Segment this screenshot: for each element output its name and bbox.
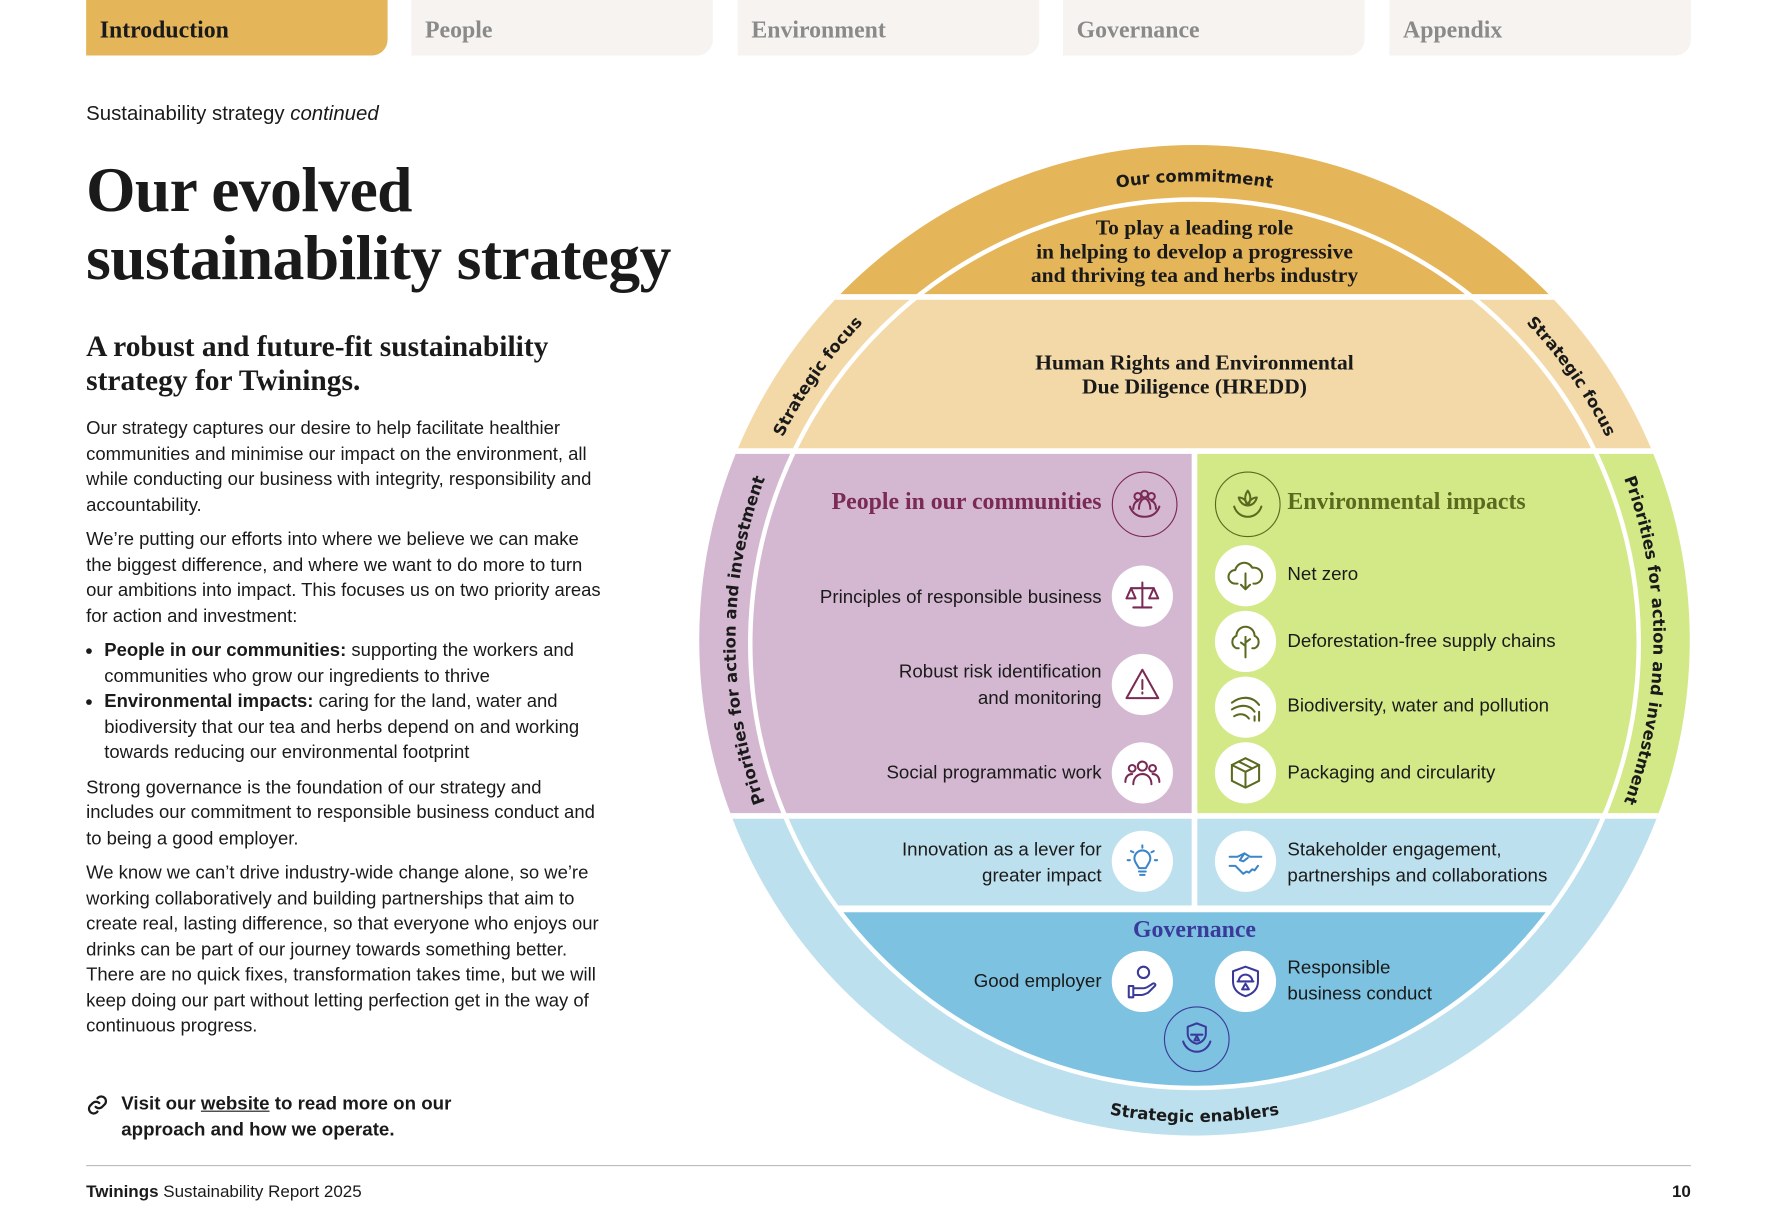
lightbulb-icon [1111, 830, 1173, 892]
link-icon [87, 1095, 108, 1115]
paragraph-2: We’re putting our efforts into where we … [86, 529, 601, 627]
tab-governance[interactable]: Governance [1063, 0, 1365, 56]
tree-icon [1214, 610, 1277, 673]
governance-emblem-icon [1163, 1006, 1230, 1073]
focus-line: Due Diligence (HREDD) [1082, 375, 1307, 399]
people-item: Social programmatic work [886, 760, 1101, 785]
commitment-line: in helping to develop a progressive [1036, 240, 1353, 265]
tab-environment[interactable]: Environment [737, 0, 1040, 56]
page-title: Our evolved sustainability strategy [86, 156, 671, 292]
shield-scales-icon [1214, 950, 1277, 1013]
stakeholder-item: Stakeholder engagement, partnerships and … [1287, 838, 1547, 889]
warning-icon [1111, 653, 1173, 716]
body-text: Our strategy captures our desire to help… [86, 416, 605, 1048]
callout-text: approach and how we operate. [121, 1119, 395, 1140]
hredd-statement: Human Rights and Environmental Due Dilig… [968, 351, 1421, 399]
subtitle: A robust and future-fit sustainability s… [86, 330, 548, 398]
section-kicker: Sustainability strategy continued [86, 102, 379, 126]
innovation-item: Innovation as a lever for greater impact [902, 838, 1102, 889]
item-label: business conduct [1287, 983, 1432, 1004]
planet-emblem-icon [1214, 471, 1281, 538]
item-label: Responsible [1287, 957, 1391, 979]
item-label: Packaging and circularity [1287, 762, 1496, 784]
environment-title: Environmental impacts [1287, 487, 1526, 515]
scales-icon [1111, 565, 1173, 627]
handshake-icon [1214, 830, 1277, 892]
box-icon [1214, 742, 1277, 804]
strategic-focus-band [699, 296, 1690, 452]
title-line-1: Our evolved [86, 155, 412, 226]
paragraph-4: We know we can’t drive industry-wide cha… [86, 862, 599, 1036]
footer-report: Sustainability Report 2025 [163, 1182, 362, 1202]
employee-hand-icon [1111, 950, 1173, 1013]
cloud-download-icon [1214, 545, 1277, 607]
people-emblem-icon [1111, 471, 1178, 538]
focus-line: Human Rights and Environmental [1035, 351, 1354, 376]
list-item-bold: Environmental impacts: [104, 691, 314, 712]
list-item-text: supporting the workers and communities w… [104, 640, 574, 687]
environment-item: Net zero [1287, 562, 1358, 587]
page-number: 10 [1671, 1182, 1691, 1202]
good-employer-item: Good employer [974, 969, 1102, 994]
item-label: Social programmatic work [886, 762, 1102, 784]
commitment-statement: To play a leading role in helping to dev… [968, 216, 1421, 287]
website-callout: Visit our website to read more on our ap… [86, 1091, 451, 1142]
leaf-wind-icon [1214, 676, 1277, 738]
website-link[interactable]: website [200, 1093, 270, 1115]
environment-item: Packaging and circularity [1287, 760, 1495, 785]
list-item: People in our communities: supporting th… [104, 638, 605, 689]
group-icon [1111, 742, 1173, 804]
footer-brand: Twinings [86, 1182, 159, 1202]
item-label: Good employer [973, 971, 1102, 992]
item-label: Stakeholder engagement, [1287, 839, 1502, 861]
item-label: Net zero [1287, 564, 1359, 585]
people-item: Robust risk identification and monitoring [899, 660, 1102, 711]
item-label: greater impact [982, 865, 1102, 886]
paragraph-3: Strong governance is the foundation of o… [86, 776, 595, 849]
paragraph-1: Our strategy captures our desire to help… [86, 418, 592, 516]
environment-item: Biodiversity, water and pollution [1287, 694, 1549, 719]
item-label: Deforestation-free supply chains [1287, 631, 1556, 652]
commitment-line: To play a leading role [1095, 216, 1294, 241]
item-label: and monitoring [977, 687, 1102, 708]
item-label: Robust risk identification [898, 661, 1102, 683]
footer-divider [86, 1165, 1691, 1167]
priority-list: People in our communities: supporting th… [86, 638, 605, 765]
governance-title: Governance [1133, 915, 1256, 943]
item-label: Principles of responsible business [819, 587, 1102, 608]
item-label: Innovation as a lever for [901, 839, 1102, 861]
tab-appendix[interactable]: Appendix [1389, 0, 1691, 56]
list-item-bold: People in our communities: [104, 640, 347, 661]
kicker-italic: continued [290, 101, 379, 125]
callout-text: to read more on our [269, 1093, 452, 1115]
subtitle-line-1: A robust and future-fit sustainability [86, 329, 549, 363]
commitment-line: and thriving tea and herbs industry [1030, 264, 1359, 288]
tab-introduction[interactable]: Introduction [86, 0, 388, 56]
list-item-text: caring for the land, water and biodivers… [104, 691, 580, 763]
environment-item: Deforestation-free supply chains [1287, 629, 1555, 654]
item-label: Biodiversity, water and pollution [1287, 695, 1550, 717]
callout-text: Visit our [121, 1093, 201, 1115]
kicker-text: Sustainability strategy [86, 101, 285, 125]
conduct-item: Responsible business conduct [1287, 955, 1431, 1006]
people-item: Principles of responsible business [820, 585, 1102, 610]
item-label: partnerships and collaborations [1287, 865, 1548, 886]
title-line-2: sustainability strategy [86, 223, 671, 294]
tab-people[interactable]: People [411, 0, 713, 56]
subtitle-line-2: strategy for Twinings. [86, 363, 361, 397]
footer-title: Twinings Sustainability Report 2025 [86, 1182, 362, 1201]
people-title: People in our communities [831, 487, 1102, 515]
list-item: Environmental impacts: caring for the la… [104, 689, 605, 765]
